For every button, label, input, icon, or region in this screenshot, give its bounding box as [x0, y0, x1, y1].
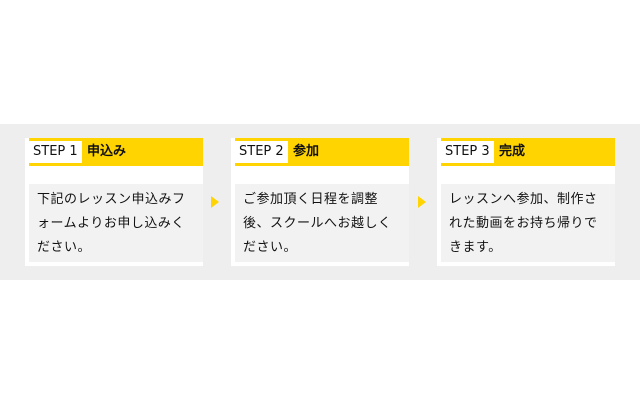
step-title: 参加	[293, 144, 320, 159]
step-header: STEP 1 申込み	[29, 138, 203, 166]
step-header: STEP 2 参加	[235, 138, 409, 166]
step-number-label: STEP 1	[29, 141, 82, 163]
step-description: レッスンへ参加、制作された動画をお持ち帰りできます。	[449, 192, 598, 255]
step-description: ご参加頂く日程を調整後、スクールへお越しください。	[243, 192, 392, 255]
step-body: ご参加頂く日程を調整後、スクールへお越しください。	[235, 184, 409, 262]
step-number-label: STEP 3	[441, 141, 494, 163]
step-description: 下記のレッスン申込みフォームよりお申し込みください。	[37, 192, 186, 255]
step-card-1: STEP 1 申込み 下記のレッスン申込みフォームよりお申し込みください。	[25, 138, 203, 266]
step-title: 完成	[499, 144, 526, 159]
arrow-right-icon	[211, 196, 219, 208]
arrow-right-icon	[418, 196, 426, 208]
step-card-2: STEP 2 参加 ご参加頂く日程を調整後、スクールへお越しください。	[231, 138, 409, 266]
step-header: STEP 3 完成	[441, 138, 615, 166]
step-number-label: STEP 2	[235, 141, 288, 163]
step-title: 申込み	[87, 144, 127, 159]
step-body: レッスンへ参加、制作された動画をお持ち帰りできます。	[441, 184, 615, 262]
step-body: 下記のレッスン申込みフォームよりお申し込みください。	[29, 184, 203, 262]
step-card-3: STEP 3 完成 レッスンへ参加、制作された動画をお持ち帰りできます。	[437, 138, 615, 266]
